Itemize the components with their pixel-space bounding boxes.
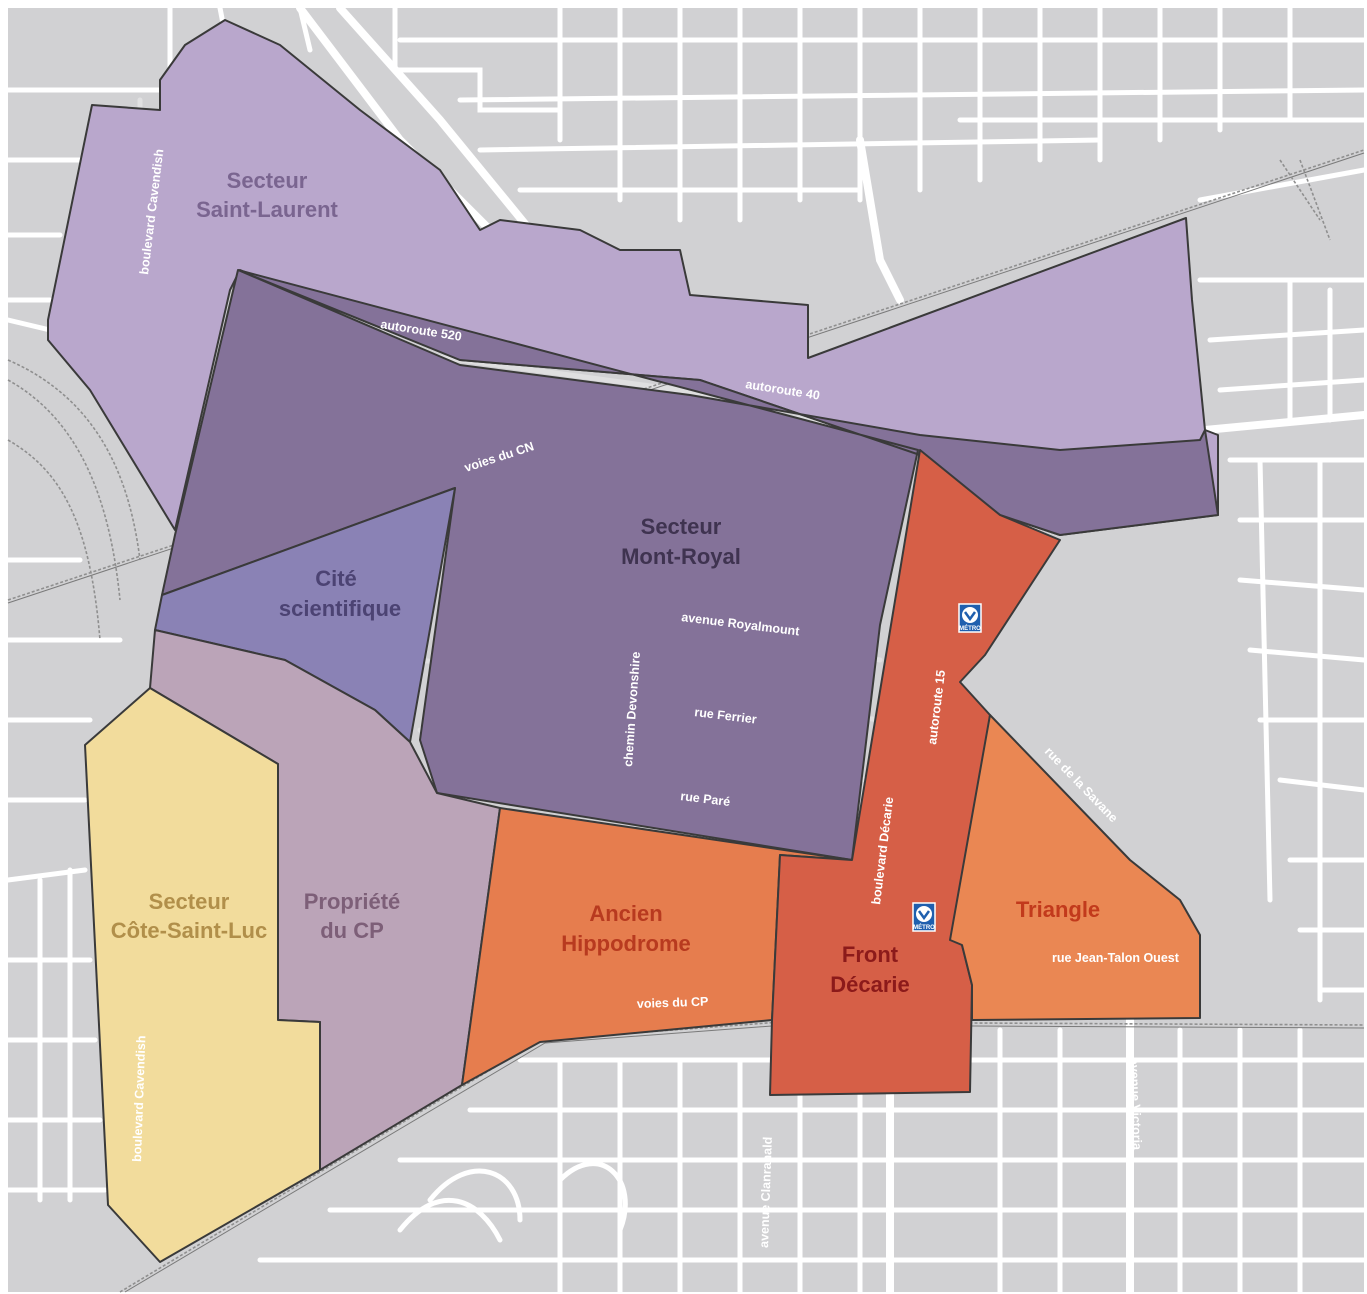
label-triangle: Triangle [1016, 897, 1100, 922]
label-propriete-cp: Propriété [304, 889, 401, 914]
road-boulevard-cavendish-south: boulevard Cavendish [130, 1035, 148, 1162]
label-cite-scientifique-2: scientifique [279, 596, 401, 621]
label-cite-scientifique: Cité [315, 566, 357, 591]
label-front-decarie: Front [842, 942, 899, 967]
road-rue-jean-talon-ouest: rue Jean-Talon Ouest [1052, 951, 1180, 965]
road-avenue-victoria: avenue Victoria [1127, 1058, 1144, 1152]
label-mont-royal-2: Mont-Royal [621, 544, 741, 569]
label-ancien-hippodrome-2: Hippodrome [561, 931, 691, 956]
label-mont-royal: Secteur [641, 514, 722, 539]
label-saint-laurent-2: Saint-Laurent [196, 197, 338, 222]
label-propriete-cp-2: du CP [320, 918, 384, 943]
metro-icon[interactable]: MÉTRO [958, 603, 982, 633]
road-voies-du-cp: voies du CP [637, 995, 709, 1011]
svg-text:MÉTRO: MÉTRO [959, 624, 981, 632]
road-avenue-clanranald: avenue Clanranald [757, 1137, 775, 1249]
label-cote-saint-luc: Secteur [149, 889, 230, 914]
metro-icon[interactable]: MÉTRO [912, 902, 936, 932]
label-ancien-hippodrome: Ancien [589, 901, 662, 926]
label-saint-laurent: Secteur [227, 168, 308, 193]
label-cote-saint-luc-2: Côte-Saint-Luc [111, 918, 267, 943]
zone-polygons [47, 19, 1219, 1263]
road-rue-pare: rue Paré [680, 789, 731, 809]
zone-cote-saint-luc[interactable] [84, 687, 321, 1263]
svg-text:MÉTRO: MÉTRO [913, 923, 935, 931]
label-front-decarie-2: Décarie [830, 972, 910, 997]
zone-labels: Secteur Saint-Laurent Secteur Mont-Royal… [111, 168, 1100, 997]
zone-triangle[interactable] [949, 714, 1201, 1021]
